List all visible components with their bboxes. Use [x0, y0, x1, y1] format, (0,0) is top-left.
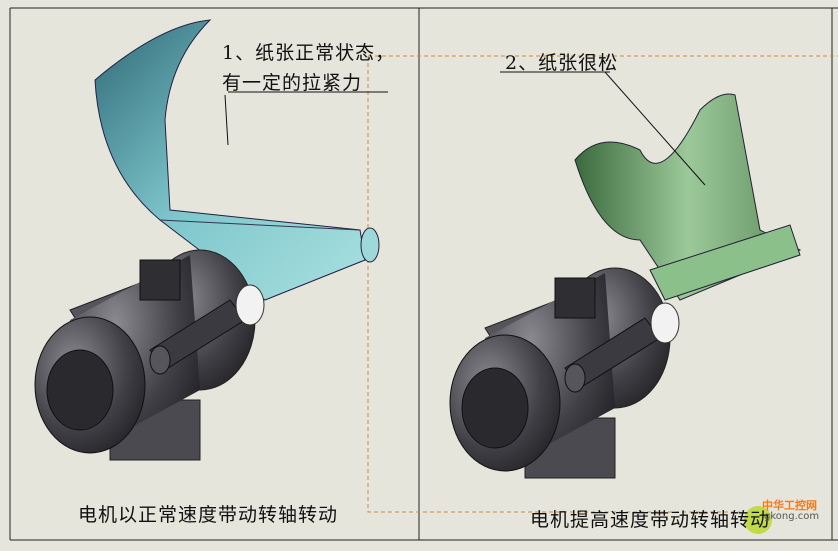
annotation-leader-1	[224, 94, 229, 146]
watermark-cn: 中华工控网	[762, 499, 817, 512]
caption-right: 电机提高速度带动转轴转动	[530, 509, 771, 531]
watermark-gear-icon	[744, 506, 772, 534]
dashed-leader-line	[367, 55, 838, 513]
annotation-2: 2、纸张很松	[505, 52, 619, 74]
caption-left: 电机以正常速度带动转轴转动	[78, 504, 339, 526]
watermark-logo: 中华工控网 gkong.com	[740, 493, 836, 529]
motor-right	[449, 267, 680, 479]
watermark-en: gkong.com	[764, 511, 820, 522]
paper-fold-line	[159, 219, 361, 231]
motor-left	[34, 249, 265, 461]
annotation-1-line1: 1、纸张正常状态，	[222, 42, 396, 64]
annotation-leader-2	[604, 71, 706, 186]
annotation-1-line2: 有一定的拉紧力	[222, 72, 363, 94]
roller-end	[360, 227, 380, 263]
taut-paper	[94, 19, 366, 301]
loose-paper-roll	[649, 224, 801, 301]
